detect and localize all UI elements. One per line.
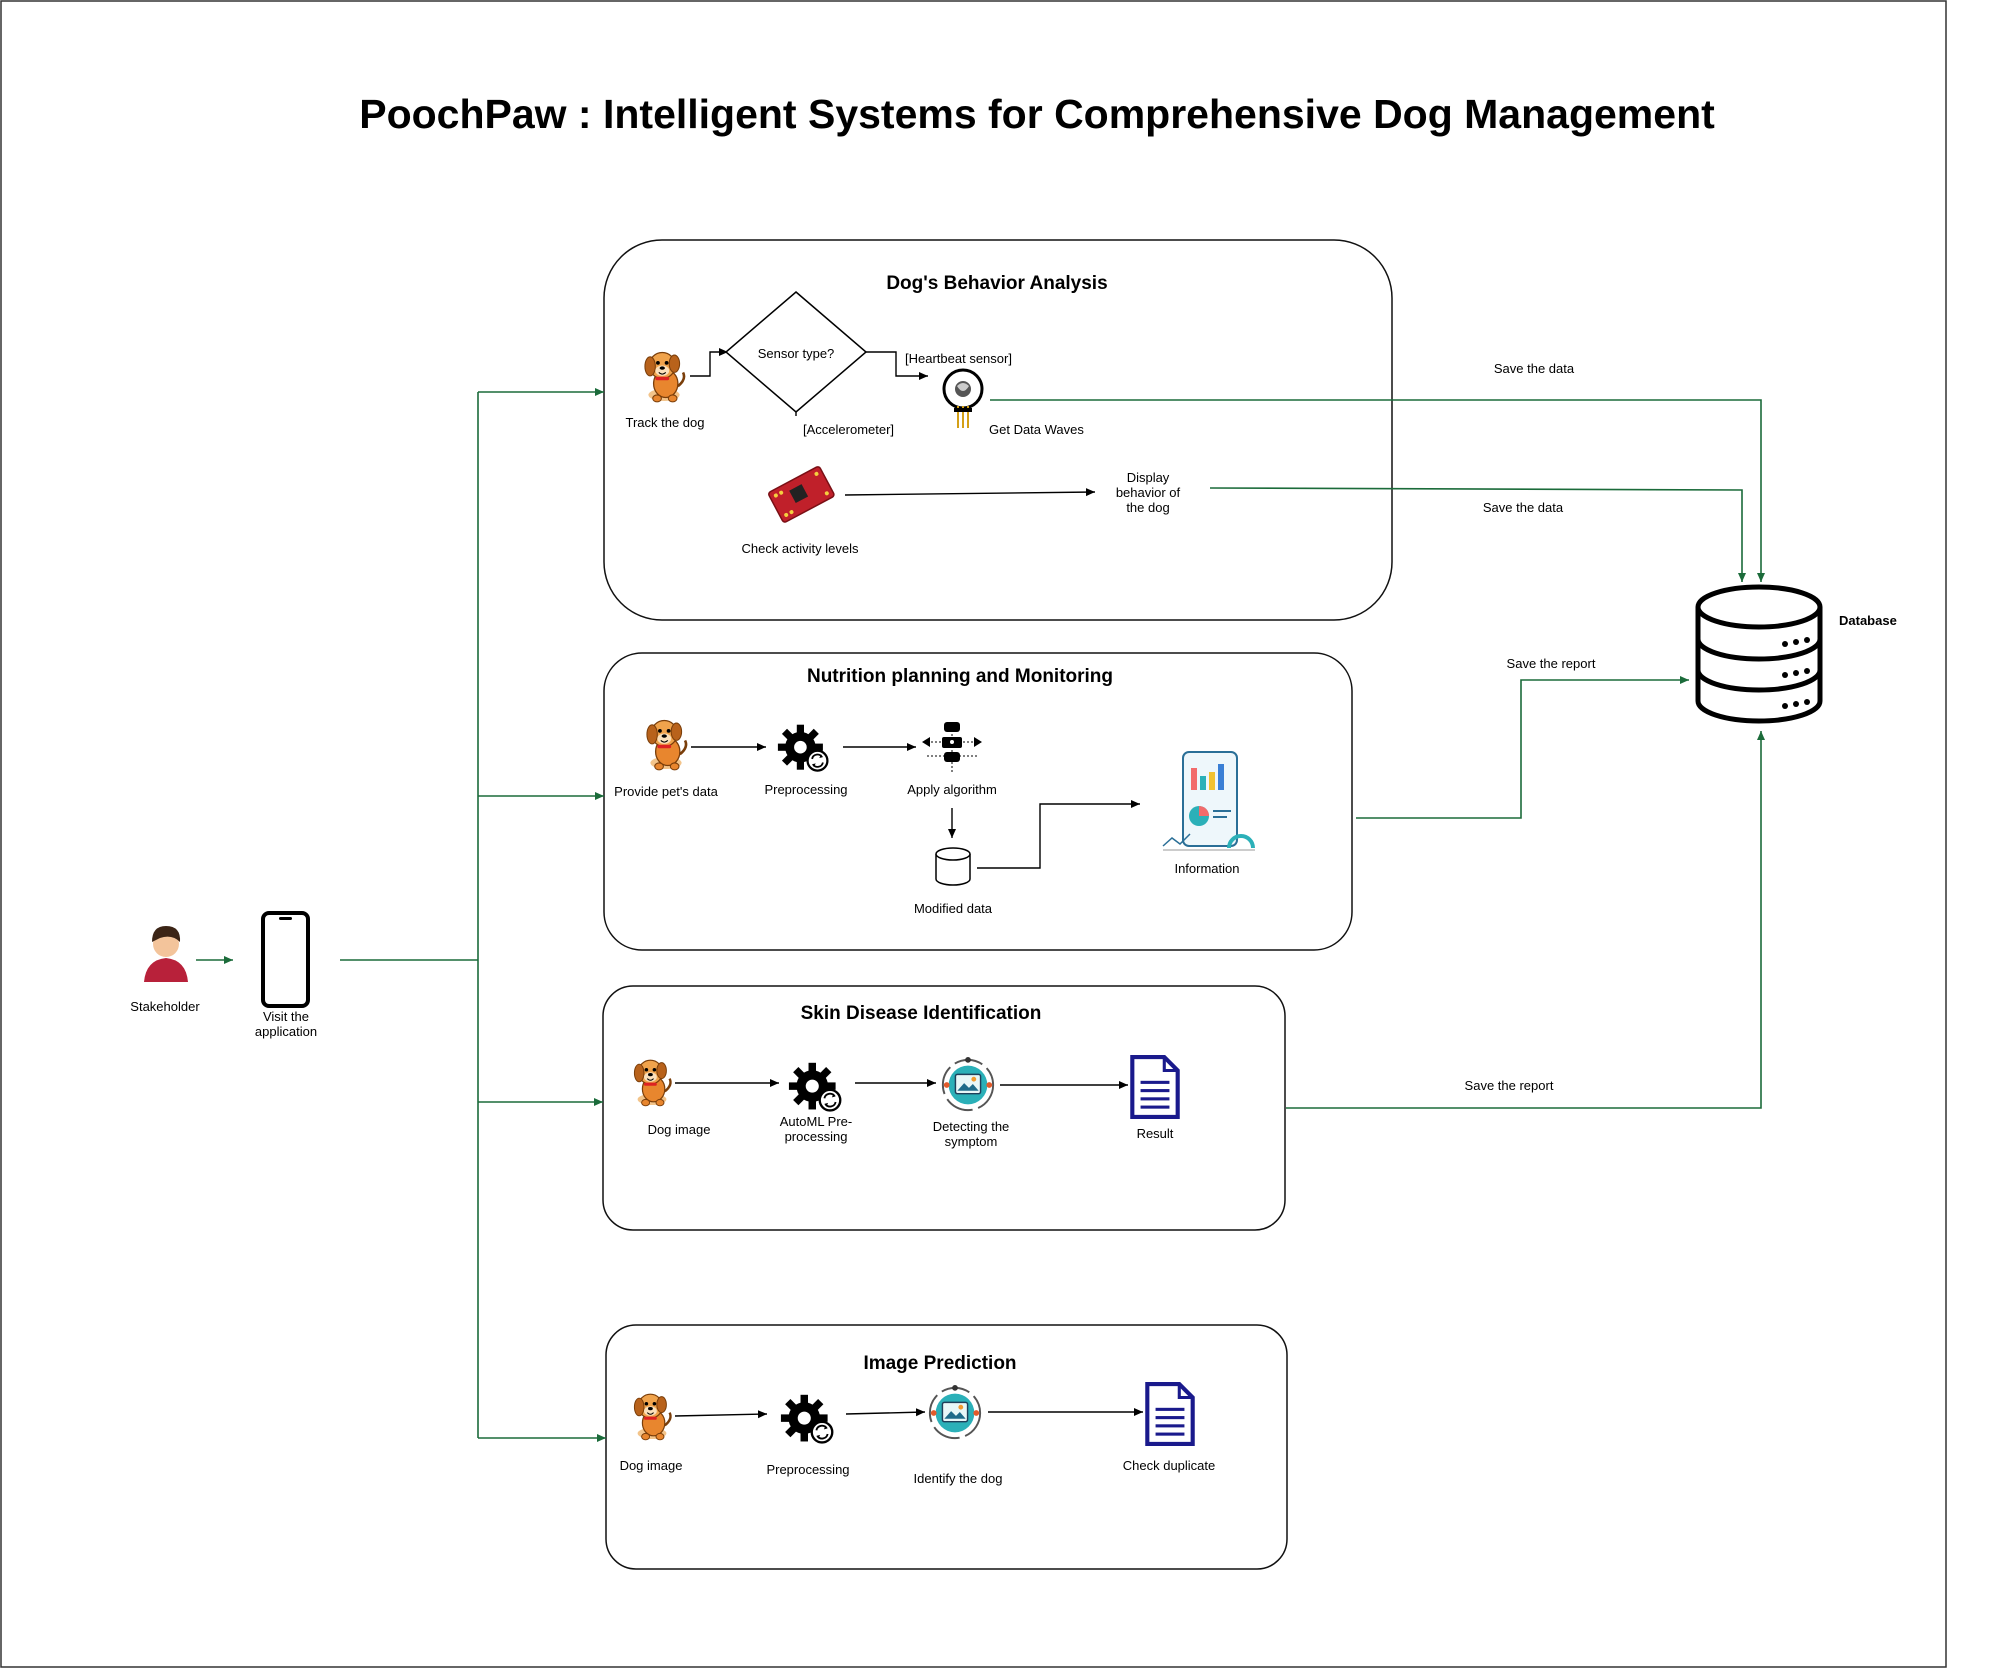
dashboard-phone-icon xyxy=(1162,751,1255,851)
skin-dog-image-label: Dog image xyxy=(648,1122,711,1137)
document-icon xyxy=(1147,1384,1192,1444)
modified-data-label: Modified data xyxy=(914,901,993,916)
save-report-label-2: Save the report xyxy=(1465,1078,1554,1093)
algorithm-label: Apply algorithm xyxy=(907,782,997,797)
automl-label: AutoML Pre-processing xyxy=(780,1114,853,1144)
prediction-panel xyxy=(605,1324,1288,1570)
cylinder-icon xyxy=(935,847,971,886)
pred-preprocessing-label: Preprocessing xyxy=(766,1462,849,1477)
database-label: Database xyxy=(1839,613,1897,628)
diagram-title: PoochPaw : Intelligent Systems for Compr… xyxy=(359,91,1715,137)
prediction-title: Image Prediction xyxy=(863,1353,1016,1374)
prediction-dog-image-label: Dog image xyxy=(620,1458,683,1473)
save-nutrition-connector xyxy=(1356,676,1689,819)
track-to-decision-arrow xyxy=(690,348,728,377)
save-waves-connector xyxy=(990,399,1765,582)
identify-dog-label: Identify the dog xyxy=(914,1471,1003,1486)
decision-label: Sensor type? xyxy=(758,346,835,361)
nutrition-title: Nutrition planning and Monitoring xyxy=(807,666,1113,687)
data-waves-label: Get Data Waves xyxy=(989,422,1084,437)
check-duplicate-label: Check duplicate xyxy=(1123,1458,1216,1473)
skin-title: Skin Disease Identification xyxy=(801,1003,1042,1024)
activity-to-display-arrow xyxy=(844,488,1096,497)
modified-to-info-arrow xyxy=(977,800,1140,869)
skin-panel xyxy=(602,985,1286,1231)
information-label: Information xyxy=(1174,861,1239,876)
stakeholder-label: Stakeholder xyxy=(130,999,200,1014)
document-icon xyxy=(1132,1057,1177,1117)
save-data-label-1: Save the data xyxy=(1494,361,1575,376)
result-label: Result xyxy=(1137,1126,1174,1141)
algorithm-icon xyxy=(922,722,982,772)
stakeholder-icon xyxy=(144,926,188,982)
save-report-label-1: Save the report xyxy=(1507,656,1596,671)
activity-label: Check activity levels xyxy=(741,541,859,556)
heartbeat-branch-arrow xyxy=(866,351,928,380)
heartbeat-branch-label: [Heartbeat sensor] xyxy=(905,351,1012,366)
pred-preprocess-to-identify-arrow xyxy=(845,1408,926,1417)
accelerometer-board-icon xyxy=(768,466,835,523)
save-skin-connector xyxy=(1286,731,1765,1109)
database-icon xyxy=(1695,584,1823,724)
preprocessing-label: Preprocessing xyxy=(764,782,847,797)
behavior-title: Dog's Behavior Analysis xyxy=(886,273,1107,294)
accel-branch-label: [Accelerometer] xyxy=(803,422,894,437)
pred-dog-to-preprocess-arrow xyxy=(674,1410,768,1419)
smartphone-icon xyxy=(261,911,310,1008)
save-data-label-2: Save the data xyxy=(1483,500,1564,515)
nutrition-panel xyxy=(603,652,1353,951)
heartbeat-sensor-icon xyxy=(942,368,984,428)
provide-data-label: Provide pet's data xyxy=(614,784,718,799)
track-dog-label: Track the dog xyxy=(625,415,704,430)
save-display-connector xyxy=(1209,487,1746,582)
